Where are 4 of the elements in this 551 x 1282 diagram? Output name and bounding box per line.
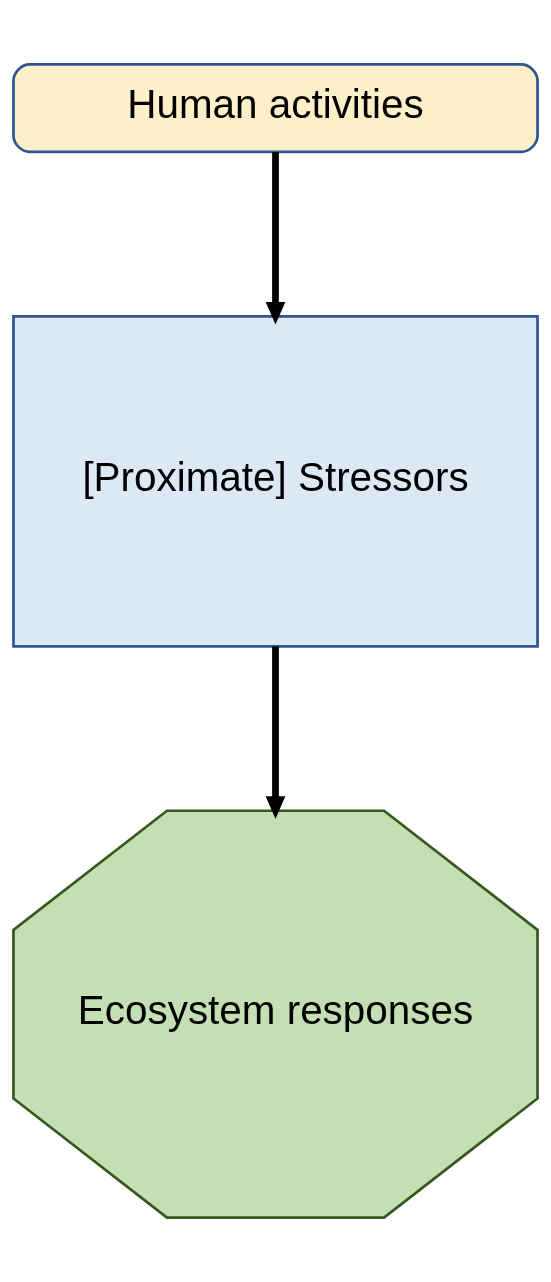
arrow [265,646,286,819]
arrow [265,152,286,325]
node-box: Human activities [12,63,539,154]
node-box: [Proximate] Stressors [12,314,539,648]
